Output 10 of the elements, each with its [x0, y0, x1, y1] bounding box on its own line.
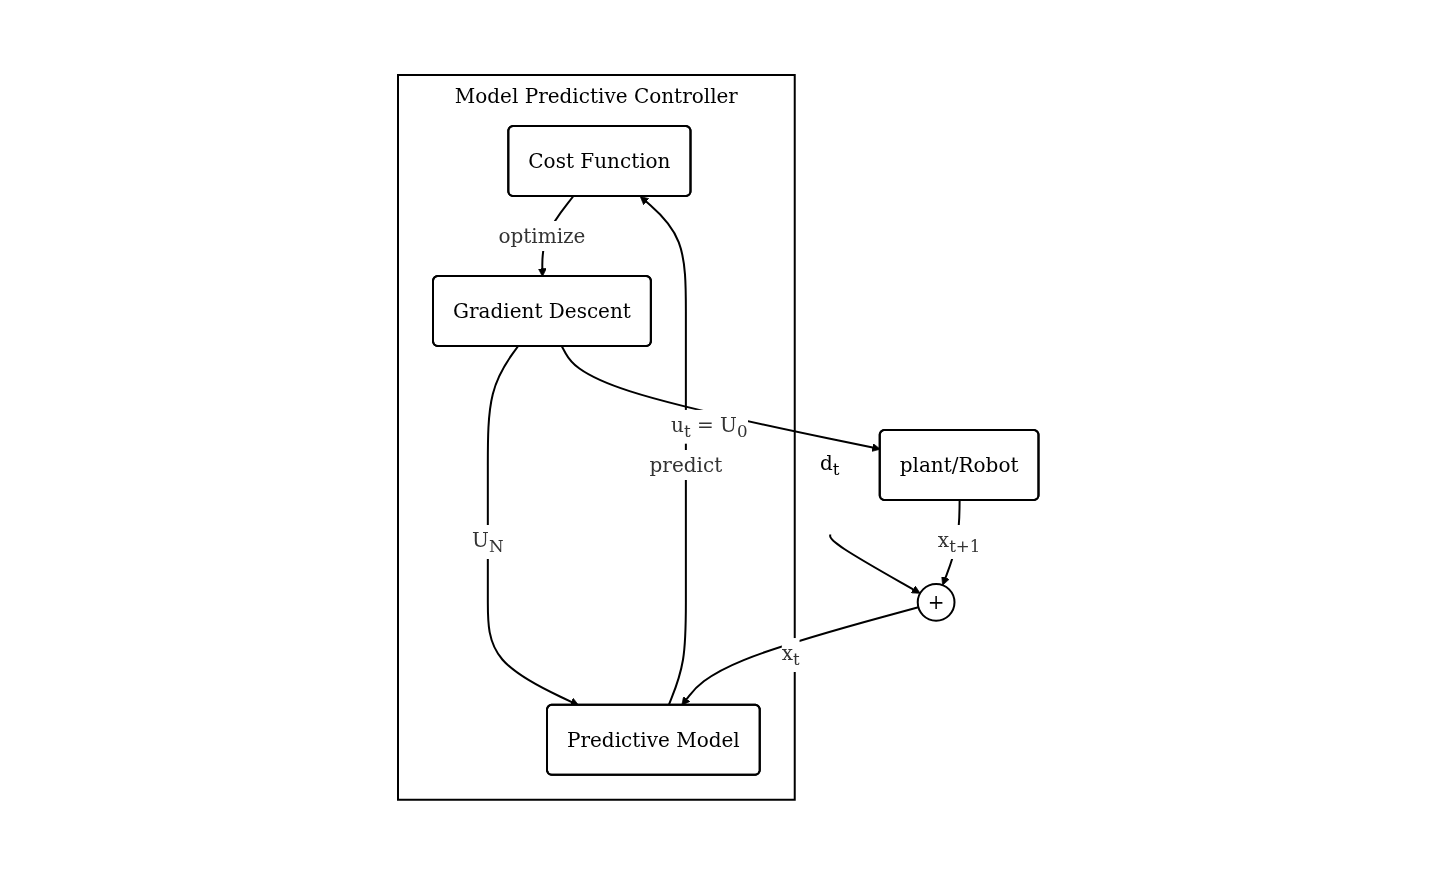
arrow	[828, 533, 921, 594]
edge-label: u$_{t}$ = U$_{0}$	[670, 412, 748, 441]
edge-label: U$_{N}$	[471, 528, 504, 557]
node-circle: +	[916, 583, 956, 622]
edge-label: optimize	[498, 224, 586, 249]
node-text: d$_{t}$	[819, 451, 840, 480]
arrow	[486, 345, 579, 706]
edge-label: x$_{t+1}$	[937, 528, 981, 557]
edge-label: x$_{t}$	[781, 641, 800, 670]
edge-label: predict	[649, 453, 722, 478]
